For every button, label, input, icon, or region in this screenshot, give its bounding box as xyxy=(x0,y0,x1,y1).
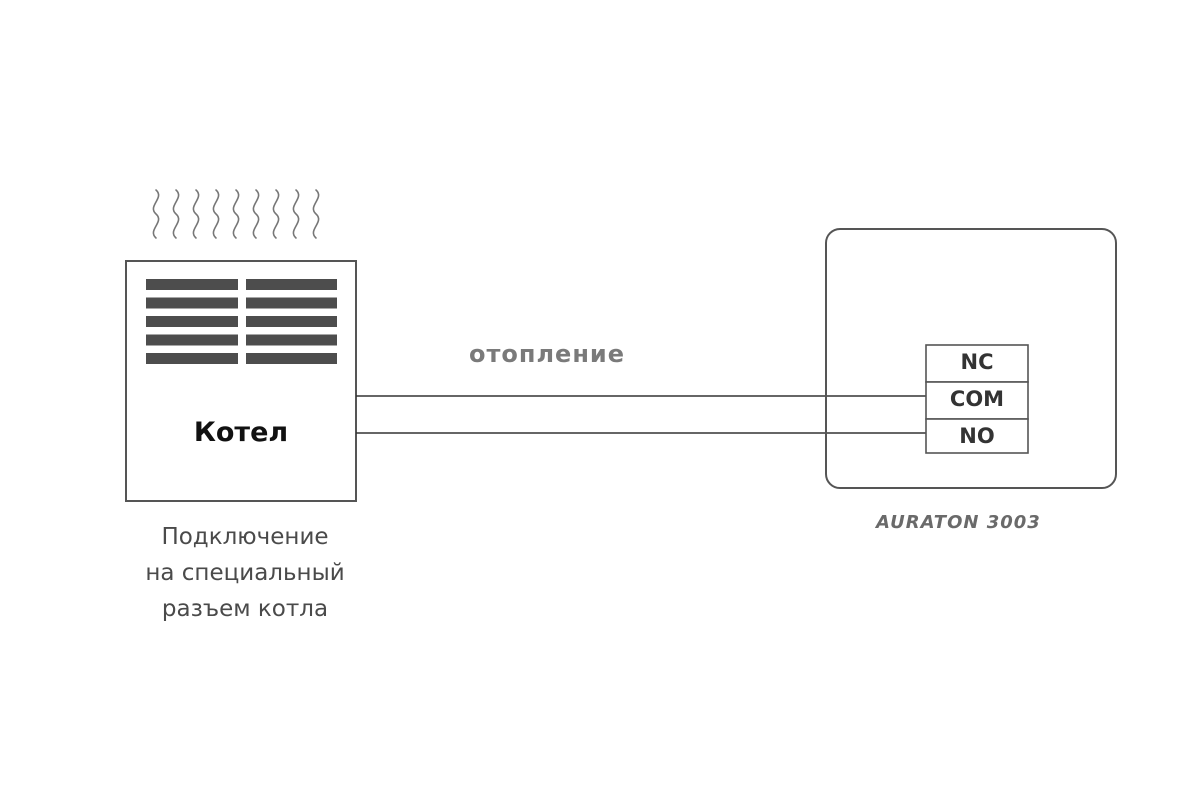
terminal-nc: NC xyxy=(960,350,994,374)
heat-wave-line xyxy=(232,189,240,239)
boiler-title: Котел xyxy=(193,417,289,448)
grille-slat xyxy=(146,334,238,346)
boiler-caption-line: разъем котла xyxy=(161,596,329,622)
grille-slat xyxy=(246,297,337,309)
boiler-body xyxy=(125,260,357,502)
grille-slat xyxy=(146,279,238,290)
grille-slat xyxy=(146,353,238,364)
heat-wave-line xyxy=(312,189,320,239)
heating-wire-label: отопление xyxy=(469,340,625,368)
heat-wave-line xyxy=(252,189,260,239)
heat-wave-line xyxy=(272,189,280,239)
grille-slat xyxy=(146,316,238,327)
terminal-block xyxy=(925,344,1029,454)
heat-wave-line xyxy=(192,189,200,239)
grille-slat xyxy=(246,334,337,346)
heat-wave-line xyxy=(212,189,220,239)
terminal-com: COM xyxy=(949,387,1005,411)
boiler-caption: Подключение на специальный разъем котла xyxy=(120,519,370,627)
grille-slat xyxy=(246,279,337,290)
thermostat-body xyxy=(825,228,1117,489)
heat-waves-icon xyxy=(152,189,320,239)
boiler-caption-line: на специальный xyxy=(145,560,345,586)
heat-wave-line xyxy=(152,189,160,239)
boiler-grille-icon xyxy=(146,279,337,364)
heat-wave-line xyxy=(172,189,180,239)
grille-slat xyxy=(246,316,337,327)
grille-slat xyxy=(246,353,337,364)
terminal-no: NO xyxy=(959,424,995,448)
grille-slat xyxy=(146,297,238,309)
heat-wave-line xyxy=(292,189,300,239)
boiler-caption-line: Подключение xyxy=(161,524,329,550)
thermostat-model-label: AURATON 3003 xyxy=(876,512,1041,533)
